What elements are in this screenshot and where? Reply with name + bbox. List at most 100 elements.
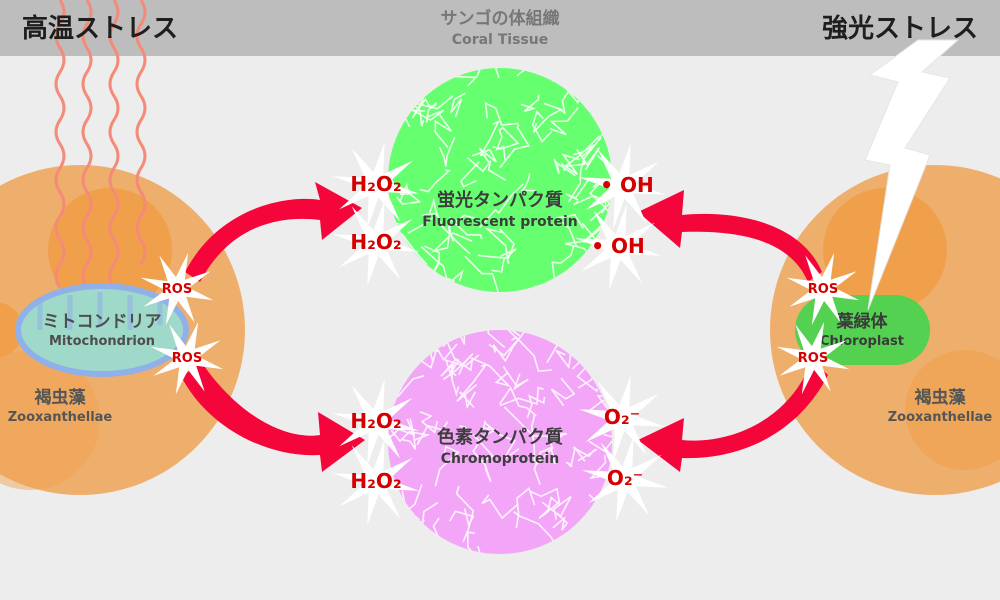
species-chromo-left-1: H₂O₂ xyxy=(350,409,401,433)
mitochondrion-label-jp: ミトコンドリア xyxy=(43,312,162,332)
crumple-line xyxy=(388,548,399,554)
species-fluor-left-1: H₂O₂ xyxy=(350,172,401,196)
header-right-title: 強光ストレス xyxy=(822,14,978,44)
crumple-line xyxy=(596,346,612,388)
crumple-line xyxy=(388,523,392,545)
crumple-line xyxy=(531,110,553,143)
crumple-line xyxy=(470,357,512,388)
crumple-line xyxy=(573,531,593,554)
ros-label-left-top: ROS xyxy=(162,282,192,297)
crumple-line xyxy=(480,330,506,349)
crumple-line xyxy=(530,414,536,463)
crumple-line xyxy=(556,213,584,247)
crumple-line xyxy=(585,330,603,380)
crumple-line xyxy=(513,510,555,543)
starburst-icon xyxy=(581,435,669,523)
crumple-line xyxy=(552,512,569,531)
arrow-mito-to-fluorescent xyxy=(185,182,362,282)
crumple-line xyxy=(576,146,601,171)
heat-wave-icon xyxy=(54,0,147,289)
left-cell-label-en: Zooxanthellae xyxy=(8,410,113,425)
crumple-line xyxy=(532,102,564,133)
starburst-icon xyxy=(332,141,420,229)
crumple-line xyxy=(535,432,566,466)
crumple-line xyxy=(440,357,460,377)
crumple-line xyxy=(495,128,506,160)
crumple-line xyxy=(553,158,576,177)
crumple-line xyxy=(549,107,579,136)
crumple-line xyxy=(425,101,437,123)
right-cell-inner-bottom xyxy=(905,350,1000,470)
fluorescent-label-en: Fluorescent protein xyxy=(422,214,578,230)
crumple-line xyxy=(484,227,510,264)
crumple-line xyxy=(407,330,419,354)
lightning-bolt-icon xyxy=(864,39,960,311)
left-cell-inner-top xyxy=(48,188,172,312)
header-bar xyxy=(0,0,1000,56)
right-cell-label-jp: 褐虫藻 xyxy=(914,387,967,408)
crumple-line xyxy=(411,333,428,359)
species-fluor-left-2: H₂O₂ xyxy=(350,230,401,254)
arrow-mito-to-chromo xyxy=(182,360,365,472)
crumple-line xyxy=(597,111,612,142)
starburst-icon xyxy=(140,252,214,326)
right-zooxanthella-cell: 葉緑体 Chloroplast 褐虫藻 Zooxanthellae xyxy=(770,39,1000,495)
chromo-label-en: Chromoprotein xyxy=(441,451,559,467)
crumple-line xyxy=(442,353,474,381)
crumple-line xyxy=(567,68,590,92)
crumple-line xyxy=(420,245,455,283)
crumple-line xyxy=(466,157,507,181)
starburst-icon xyxy=(150,321,224,395)
ros-arrows xyxy=(182,182,828,472)
crumple-line xyxy=(438,136,456,167)
crumple-line xyxy=(588,78,608,105)
crumple-line xyxy=(452,68,476,79)
arrow-chloro-to-fluorescent xyxy=(638,190,822,282)
crumple-line xyxy=(401,418,417,450)
crumple-line xyxy=(472,436,492,483)
ros-label-left-bottom: ROS xyxy=(172,351,202,366)
chromo-label-jp: 色素タンパク質 xyxy=(437,426,563,448)
crumple-line xyxy=(589,455,612,480)
species-fluor-right-2: • OH xyxy=(591,234,645,258)
crumple-line xyxy=(481,494,519,520)
crumple-line xyxy=(588,432,612,453)
crumple-line xyxy=(478,183,524,229)
crumple-line xyxy=(434,114,453,149)
fluorescent-protein xyxy=(388,68,612,292)
crumple-line xyxy=(459,425,495,463)
crumple-line xyxy=(484,101,519,126)
crumple-line xyxy=(388,275,428,291)
crumple-line xyxy=(466,531,485,554)
crumple-line xyxy=(520,285,540,292)
left-cell-inner-bottom xyxy=(0,302,23,358)
chloroplast-label-jp: 葉緑体 xyxy=(836,311,889,332)
crumple-line xyxy=(511,336,552,373)
ros-label-right-bottom: ROS xyxy=(798,351,828,366)
starburst-icon xyxy=(776,321,850,395)
crumple-line xyxy=(495,68,514,79)
right-cell-label-en: Zooxanthellae xyxy=(888,410,993,425)
crumple-line xyxy=(502,366,529,391)
left-cell-inner-mid xyxy=(0,350,100,490)
crumple-line xyxy=(567,141,599,203)
crumple-line xyxy=(482,420,499,437)
starburst-icon xyxy=(332,199,420,287)
crumple-line xyxy=(492,330,528,363)
crumple-line xyxy=(520,94,540,113)
crumple-line xyxy=(477,228,515,259)
starburst-icon xyxy=(786,252,860,326)
crumple-line xyxy=(541,495,572,520)
crumple-line xyxy=(550,377,576,407)
ros-label-right-top: ROS xyxy=(808,282,838,297)
crumple-line xyxy=(491,248,517,273)
starburst-icon xyxy=(332,378,420,466)
starburst-icon xyxy=(332,438,420,526)
crumple-line xyxy=(471,147,498,166)
crumple-line xyxy=(459,161,480,188)
species-chromo-left-2: H₂O₂ xyxy=(350,469,401,493)
mitochondrion-label-en: Mitochondrion xyxy=(49,334,155,349)
crumple-line xyxy=(520,173,536,192)
crumple-line xyxy=(456,363,488,403)
crumple-line xyxy=(526,394,546,418)
